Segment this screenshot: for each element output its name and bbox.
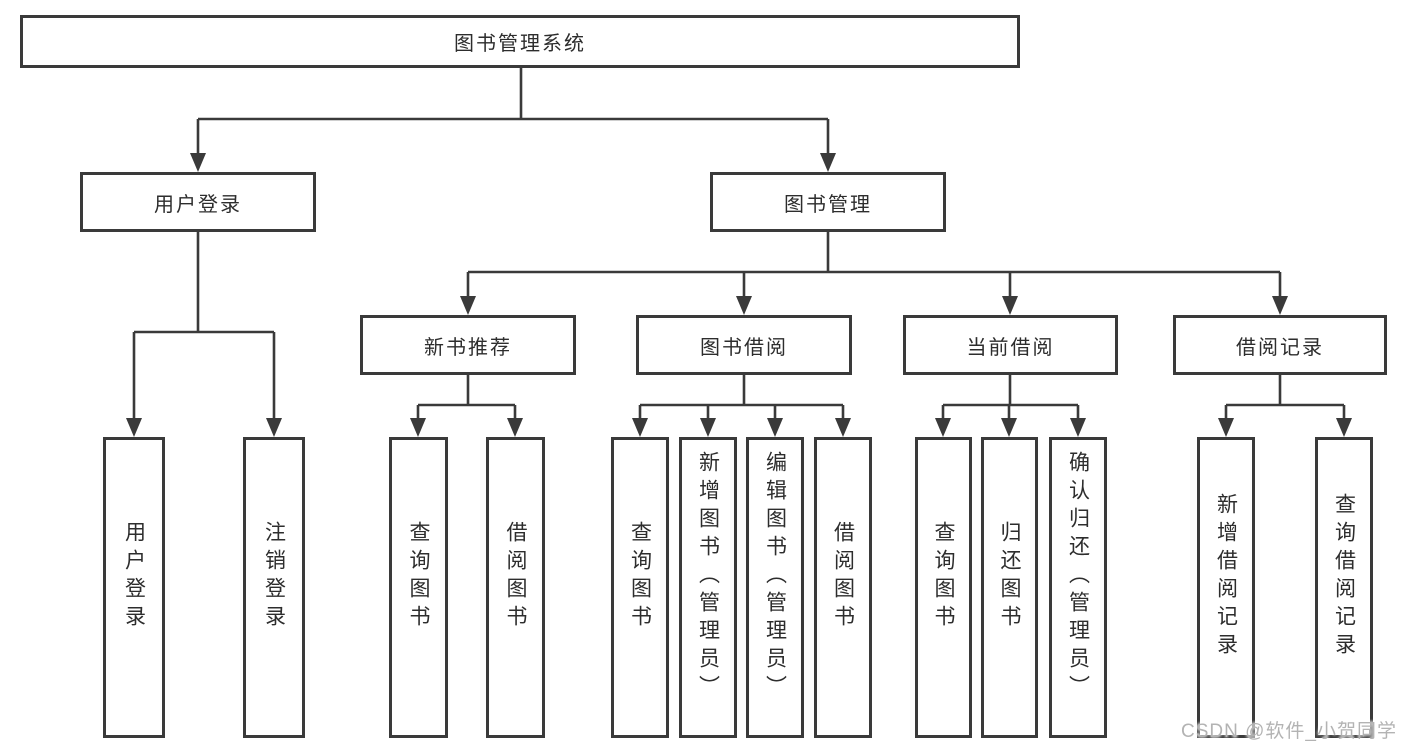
node-leaf-edit-books-admin: 编辑图书（管理员）: [746, 437, 804, 738]
node-user-login: 用户登录: [80, 172, 316, 232]
connector-path: [466, 232, 1282, 297]
arrowhead-down-icon: [835, 418, 851, 437]
connector-book-borrow-to-leaves: [632, 375, 851, 437]
node-label: 当前借阅: [966, 336, 1055, 359]
node-leaf-user-login: 用户登录: [103, 437, 165, 738]
arrowhead-down-icon: [1272, 296, 1288, 315]
node-label: 用户登录: [122, 520, 146, 633]
node-label: 图书管理: [784, 193, 872, 216]
node-label: 新增图书（管理员）: [696, 450, 720, 703]
arrowhead-down-icon: [266, 418, 282, 437]
arrowhead-down-icon: [1002, 296, 1018, 315]
arrowhead-down-icon: [126, 418, 142, 437]
node-label: 用户登录: [154, 193, 242, 216]
node-book-management: 图书管理: [710, 172, 946, 232]
arrowhead-down-icon: [935, 418, 951, 437]
node-leaf-borrow-books: 借阅图书: [486, 437, 545, 738]
arrowhead-down-icon: [700, 418, 716, 437]
node-book-borrow: 图书借阅: [636, 315, 852, 375]
node-leaf-borrow-books: 借阅图书: [814, 437, 872, 738]
node-label: 查询借阅记录: [1332, 492, 1356, 661]
arrowhead-down-icon: [820, 153, 836, 172]
node-label: 编辑图书（管理员）: [763, 450, 787, 703]
node-new-book-recommend: 新书推荐: [360, 315, 576, 375]
node-leaf-query-books: 查询图书: [389, 437, 448, 738]
node-leaf-query-books: 查询图书: [915, 437, 972, 738]
connector-path: [132, 232, 276, 419]
node-leaf-add-books-admin: 新增图书（管理员）: [679, 437, 737, 738]
connector-new-book-recommend-to-leaves: [410, 375, 523, 437]
arrowhead-down-icon: [1336, 418, 1352, 437]
connector-root-to-level2: [190, 68, 836, 172]
arrowhead-down-icon: [1001, 418, 1017, 437]
arrowhead-down-icon: [736, 296, 752, 315]
node-label: 注销登录: [262, 520, 286, 633]
arrowhead-down-icon: [1218, 418, 1234, 437]
connector-path: [638, 375, 845, 419]
arrowhead-down-icon: [410, 418, 426, 437]
node-label: 归还图书: [998, 520, 1021, 633]
node-label: 借阅图书: [831, 520, 855, 633]
connector-path: [196, 68, 830, 154]
connector-book-management-to-level3: [460, 232, 1288, 315]
node-leaf-query-books: 查询图书: [611, 437, 669, 738]
node-leaf-confirm-return-admin: 确认归还（管理员）: [1049, 437, 1107, 738]
node-label: 查询图书: [407, 520, 430, 633]
node-label: 新增借阅记录: [1214, 492, 1238, 661]
connector-current-borrow-to-leaves: [935, 375, 1086, 437]
connector-user-login-to-leaves: [126, 232, 282, 437]
node-label: 借阅记录: [1236, 336, 1324, 359]
connector-borrow-records-to-leaves: [1218, 375, 1352, 437]
node-label: 查询图书: [932, 520, 955, 633]
arrowhead-down-icon: [460, 296, 476, 315]
arrowhead-down-icon: [1070, 418, 1086, 437]
node-label: 图书管理系统: [454, 33, 586, 55]
node-label: 借阅图书: [504, 520, 527, 633]
node-borrow-records: 借阅记录: [1173, 315, 1387, 375]
arrowhead-down-icon: [767, 418, 783, 437]
connector-path: [941, 375, 1080, 419]
csdn-watermark: CSDN @软件_小贺同学: [1181, 721, 1397, 742]
connector-path: [416, 375, 517, 419]
node-leaf-logout: 注销登录: [243, 437, 305, 738]
node-leaf-add-borrow-record: 新增借阅记录: [1197, 437, 1255, 738]
arrowhead-down-icon: [507, 418, 523, 437]
connector-path: [1224, 375, 1346, 419]
arrowhead-down-icon: [632, 418, 648, 437]
node-root-book-management-system: 图书管理系统: [20, 15, 1020, 68]
node-label: 确认归还（管理员）: [1066, 450, 1090, 703]
node-leaf-query-borrow-record: 查询借阅记录: [1315, 437, 1373, 738]
node-label: 图书借阅: [700, 336, 788, 359]
node-label: 查询图书: [628, 520, 652, 633]
node-label: 新书推荐: [424, 336, 512, 359]
node-current-borrow: 当前借阅: [903, 315, 1118, 375]
arrowhead-down-icon: [190, 153, 206, 172]
node-leaf-return-books: 归还图书: [981, 437, 1038, 738]
